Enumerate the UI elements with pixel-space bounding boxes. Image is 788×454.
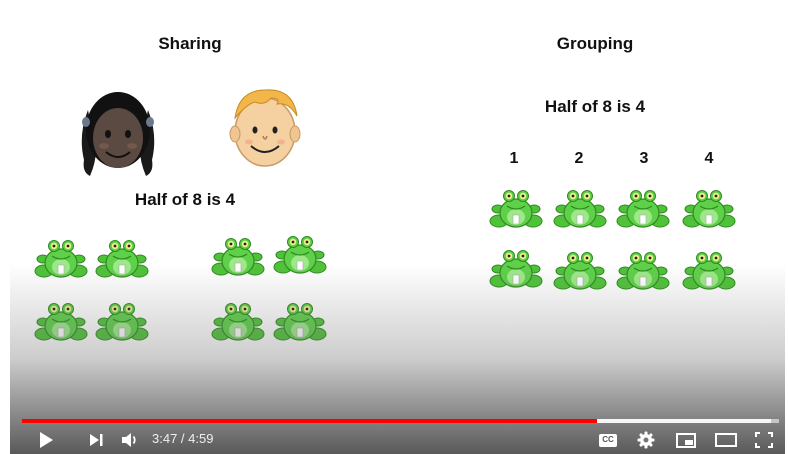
grouping-frog-4 (682, 187, 736, 231)
current-time: 3:47 (152, 431, 178, 446)
settings-button[interactable] (632, 426, 660, 454)
cc-icon: CC (599, 433, 617, 447)
group-number-4: 4 (704, 150, 714, 167)
volume-button[interactable] (116, 426, 144, 454)
grouping-heading: Grouping (556, 34, 634, 53)
fullscreen-icon (755, 432, 773, 448)
sharing-frog-5 (211, 235, 265, 279)
sharing-frog-3 (34, 300, 88, 344)
sharing-frog-8 (273, 300, 327, 344)
subtitles-button[interactable]: CC (594, 426, 622, 454)
cc-label: CC (602, 435, 614, 444)
duration: 4:59 (188, 431, 214, 446)
group-number-2: 2 (574, 150, 584, 167)
grouping-frog-8 (682, 249, 736, 293)
grouping-frog-5 (489, 247, 543, 291)
grouping-frog-6 (553, 249, 607, 293)
grouping-caption: Half of 8 is 4 (544, 97, 646, 116)
grouping-frog-2 (553, 187, 607, 231)
fullscreen-button[interactable] (750, 426, 778, 454)
miniplayer-icon (676, 432, 696, 448)
miniplayer-button[interactable] (672, 426, 700, 454)
buffered-bar (597, 419, 772, 423)
sharing-frog-2 (95, 237, 149, 281)
time-separator: / (177, 431, 189, 446)
volume-icon (122, 433, 136, 447)
group-number-1: 1 (509, 150, 519, 167)
gear-icon (637, 431, 655, 449)
play-icon (40, 432, 53, 448)
sharing-caption: Half of 8 is 4 (134, 190, 236, 209)
sharing-heading: Sharing (158, 34, 222, 53)
grouping-frog-3 (616, 187, 670, 231)
sharing-frog-7 (211, 300, 265, 344)
theater-icon (715, 433, 737, 447)
video-player[interactable]: Sharing Half of 8 is 4 Grouping Half of … (10, 10, 785, 454)
sharing-frog-6 (273, 233, 327, 277)
sharing-frog-4 (95, 300, 149, 344)
next-button[interactable] (82, 426, 110, 454)
grouping-frog-7 (616, 249, 670, 293)
control-bar: 3:47 / 4:59 CC (10, 426, 785, 454)
boy-face-illustration (229, 89, 301, 167)
girl-face-illustration (81, 92, 155, 176)
grouping-frog-1 (489, 187, 543, 231)
skip-next-icon (90, 434, 103, 446)
played-bar (22, 419, 598, 423)
progress-bar[interactable] (22, 419, 779, 423)
sharing-frog-1 (34, 237, 88, 281)
time-display: 3:47 / 4:59 (152, 431, 213, 446)
theater-mode-button[interactable] (712, 426, 740, 454)
play-button[interactable] (32, 426, 60, 454)
group-number-3: 3 (639, 150, 649, 167)
